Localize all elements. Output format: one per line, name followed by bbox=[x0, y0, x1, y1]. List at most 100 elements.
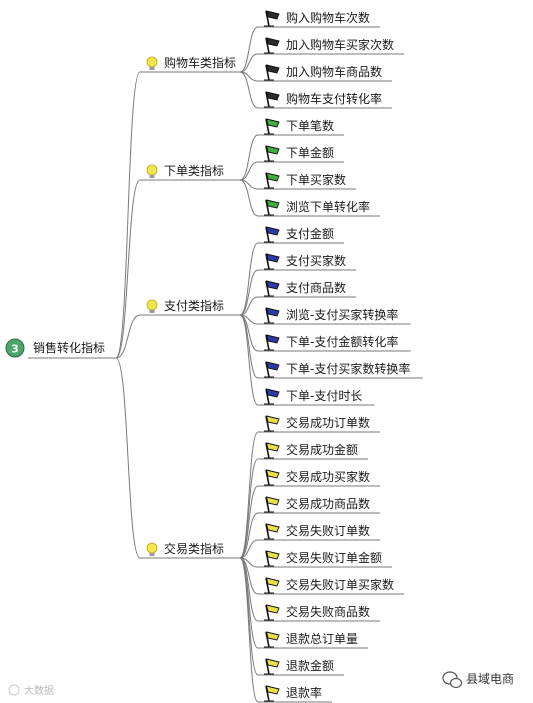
flag-icon bbox=[264, 388, 280, 405]
leaf-node[interactable]: 交易成功商品数 bbox=[264, 496, 370, 513]
category-label: 交易类指标 bbox=[164, 541, 224, 556]
flag-icon bbox=[264, 442, 280, 459]
category-label: 购物车类指标 bbox=[164, 55, 236, 70]
leaf-node[interactable]: 支付买家数 bbox=[264, 253, 346, 270]
leaf-node[interactable]: 交易失败订单金额 bbox=[264, 550, 382, 567]
leaf-node[interactable]: 下单-支付金额转化率 bbox=[264, 334, 398, 351]
flag-icon bbox=[264, 550, 280, 567]
leaf-label: 交易失败订单数 bbox=[286, 523, 370, 538]
leaf-label: 购入购物车次数 bbox=[286, 10, 370, 25]
flag-icon bbox=[264, 577, 280, 594]
flag-icon bbox=[264, 172, 280, 189]
category-node[interactable]: 购物车类指标 bbox=[146, 55, 236, 70]
category-label: 支付类指标 bbox=[164, 298, 224, 313]
leaf-label: 退款率 bbox=[286, 685, 322, 700]
leaf-label: 交易成功订单数 bbox=[286, 415, 370, 430]
flag-icon bbox=[264, 334, 280, 351]
leaf-node[interactable]: 交易成功买家数 bbox=[264, 469, 370, 486]
leaf-node[interactable]: 下单买家数 bbox=[264, 172, 346, 189]
lightbulb-icon bbox=[146, 542, 158, 556]
category-node[interactable]: 支付类指标 bbox=[146, 298, 224, 313]
leaf-label: 浏览-支付买家转换率 bbox=[286, 307, 398, 322]
leaf-node[interactable]: 浏览-支付买家转换率 bbox=[264, 307, 398, 324]
leaf-node[interactable]: 下单笔数 bbox=[264, 118, 334, 135]
leaf-label: 退款金额 bbox=[286, 658, 334, 673]
leaf-label: 交易失败商品数 bbox=[286, 604, 370, 619]
category-node[interactable]: 交易类指标 bbox=[146, 541, 224, 556]
leaf-node[interactable]: 退款金额 bbox=[264, 658, 334, 675]
flag-icon bbox=[264, 415, 280, 432]
leaf-node[interactable]: 下单-支付买家数转换率 bbox=[264, 361, 410, 378]
leaf-label: 购物车支付转化率 bbox=[286, 91, 382, 106]
root-marker: 3 bbox=[11, 343, 19, 356]
watermark-left: 大数据 bbox=[8, 684, 54, 697]
leaf-node[interactable]: 购物车支付转化率 bbox=[264, 91, 382, 108]
lightbulb-icon bbox=[146, 299, 158, 313]
leaf-node[interactable]: 下单-支付时长 bbox=[264, 388, 362, 405]
category-label: 下单类指标 bbox=[164, 163, 224, 178]
flag-icon bbox=[264, 658, 280, 675]
watermark-right-text: 县域电商 bbox=[466, 671, 514, 686]
leaf-node[interactable]: 支付金额 bbox=[264, 226, 334, 243]
leaf-node[interactable]: 交易成功金额 bbox=[264, 442, 358, 459]
leaf-label: 交易成功商品数 bbox=[286, 496, 370, 511]
flag-icon bbox=[264, 145, 280, 162]
flag-icon bbox=[264, 199, 280, 216]
leaf-node[interactable]: 加入购物车商品数 bbox=[264, 64, 382, 81]
flag-icon bbox=[264, 631, 280, 648]
leaf-label: 支付买家数 bbox=[286, 253, 346, 268]
leaf-node[interactable]: 交易失败订单买家数 bbox=[264, 577, 394, 594]
leaf-label: 下单-支付时长 bbox=[286, 389, 362, 403]
leaf-label: 浏览下单转化率 bbox=[286, 199, 370, 214]
flag-icon bbox=[264, 523, 280, 540]
leaf-node[interactable]: 浏览下单转化率 bbox=[264, 199, 370, 216]
leaf-node[interactable]: 交易成功订单数 bbox=[264, 415, 370, 432]
lightbulb-icon bbox=[146, 164, 158, 178]
flag-icon bbox=[264, 496, 280, 513]
wechat-icon bbox=[442, 671, 463, 689]
root-label: 销售转化指标 bbox=[33, 340, 105, 355]
leaf-label: 下单笔数 bbox=[286, 118, 334, 133]
flag-icon bbox=[264, 226, 280, 243]
leaf-label: 下单-支付买家数转换率 bbox=[286, 361, 410, 376]
lightbulb-icon bbox=[146, 56, 158, 70]
leaf-node[interactable]: 退款总订单量 bbox=[264, 631, 358, 648]
leaf-node[interactable]: 购入购物车次数 bbox=[264, 10, 370, 27]
number-circle-icon: 3 bbox=[5, 338, 25, 358]
flag-icon bbox=[264, 307, 280, 324]
watermark-right: 县域电商 bbox=[442, 671, 514, 689]
leaf-label: 下单-支付金额转化率 bbox=[286, 334, 398, 349]
leaf-label: 支付金额 bbox=[286, 226, 334, 241]
leaf-label: 交易失败订单买家数 bbox=[286, 577, 394, 592]
watermark-left-text: 大数据 bbox=[24, 684, 54, 697]
flag-icon bbox=[264, 361, 280, 378]
flag-icon bbox=[264, 37, 280, 54]
leaf-node[interactable]: 加入购物车买家次数 bbox=[264, 37, 394, 54]
leaf-label: 支付商品数 bbox=[286, 280, 346, 295]
flag-icon bbox=[264, 685, 280, 702]
leaf-label: 下单买家数 bbox=[286, 172, 346, 187]
leaf-node[interactable]: 退款率 bbox=[264, 685, 322, 702]
leaf-node[interactable]: 下单金额 bbox=[264, 145, 334, 162]
leaf-label: 加入购物车买家次数 bbox=[286, 37, 394, 52]
leaf-node[interactable]: 交易失败订单数 bbox=[264, 523, 370, 540]
leaf-label: 交易成功买家数 bbox=[286, 469, 370, 484]
mindmap-nodes: 购物车类指标购入购物车次数加入购物车买家次数加入购物车商品数购物车支付转化率下单… bbox=[146, 10, 410, 702]
flag-icon bbox=[264, 604, 280, 621]
mindmap-edges bbox=[115, 26, 423, 703]
leaf-label: 退款总订单量 bbox=[286, 632, 358, 646]
flag-icon bbox=[264, 253, 280, 270]
root-node[interactable]: 3 销售转化指标 bbox=[5, 338, 116, 359]
leaf-label: 加入购物车商品数 bbox=[286, 64, 382, 79]
leaf-label: 交易失败订单金额 bbox=[286, 550, 382, 565]
flag-icon bbox=[264, 469, 280, 486]
leaf-node[interactable]: 支付商品数 bbox=[264, 280, 346, 297]
flag-icon bbox=[264, 91, 280, 108]
flag-icon bbox=[264, 64, 280, 81]
category-node[interactable]: 下单类指标 bbox=[146, 163, 224, 178]
flag-icon bbox=[264, 280, 280, 297]
leaf-label: 下单金额 bbox=[286, 145, 334, 160]
leaf-node[interactable]: 交易失败商品数 bbox=[264, 604, 370, 621]
flag-icon bbox=[264, 10, 280, 27]
